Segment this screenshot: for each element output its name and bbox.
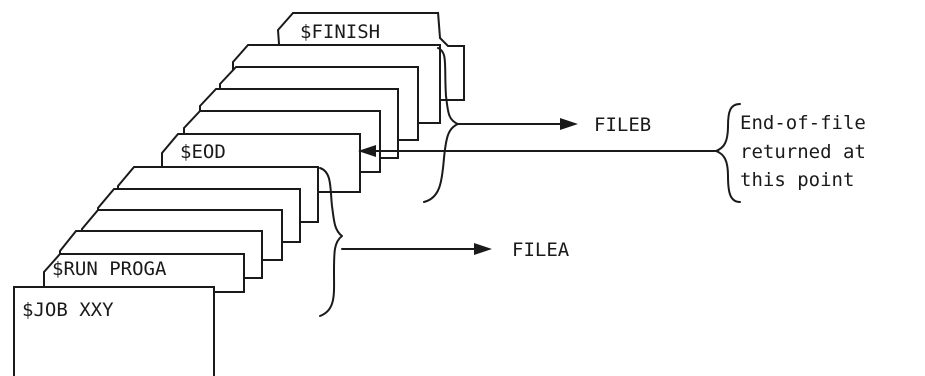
fileb-arrow-head — [560, 118, 578, 130]
filea-arrow-head — [474, 243, 492, 255]
eof-note: End-of-file returned at this point — [715, 103, 866, 203]
card-deck: $FINISH $EOD — [13, 11, 465, 376]
card-eod-label: $EOD — [180, 141, 226, 163]
note-line-3: this point — [740, 169, 854, 191]
card-job-label: $JOB XXY — [22, 299, 114, 321]
filea-brace — [319, 167, 343, 317]
note-brace — [715, 103, 741, 203]
eof-arrow-head — [358, 145, 376, 157]
card-run-label: $RUN PROGA — [52, 258, 167, 280]
card-job: $JOB XXY — [13, 286, 215, 376]
filea-label: FILEA — [512, 239, 570, 261]
eof-indicator — [358, 145, 719, 157]
note-line-2: returned at — [740, 141, 866, 163]
card-finish-label: $FINISH — [300, 21, 380, 43]
fileb-group: FILEB — [423, 47, 651, 203]
filea-group: FILEA — [319, 167, 570, 317]
fileb-label: FILEB — [594, 114, 651, 136]
note-line-1: End-of-file — [740, 112, 866, 134]
